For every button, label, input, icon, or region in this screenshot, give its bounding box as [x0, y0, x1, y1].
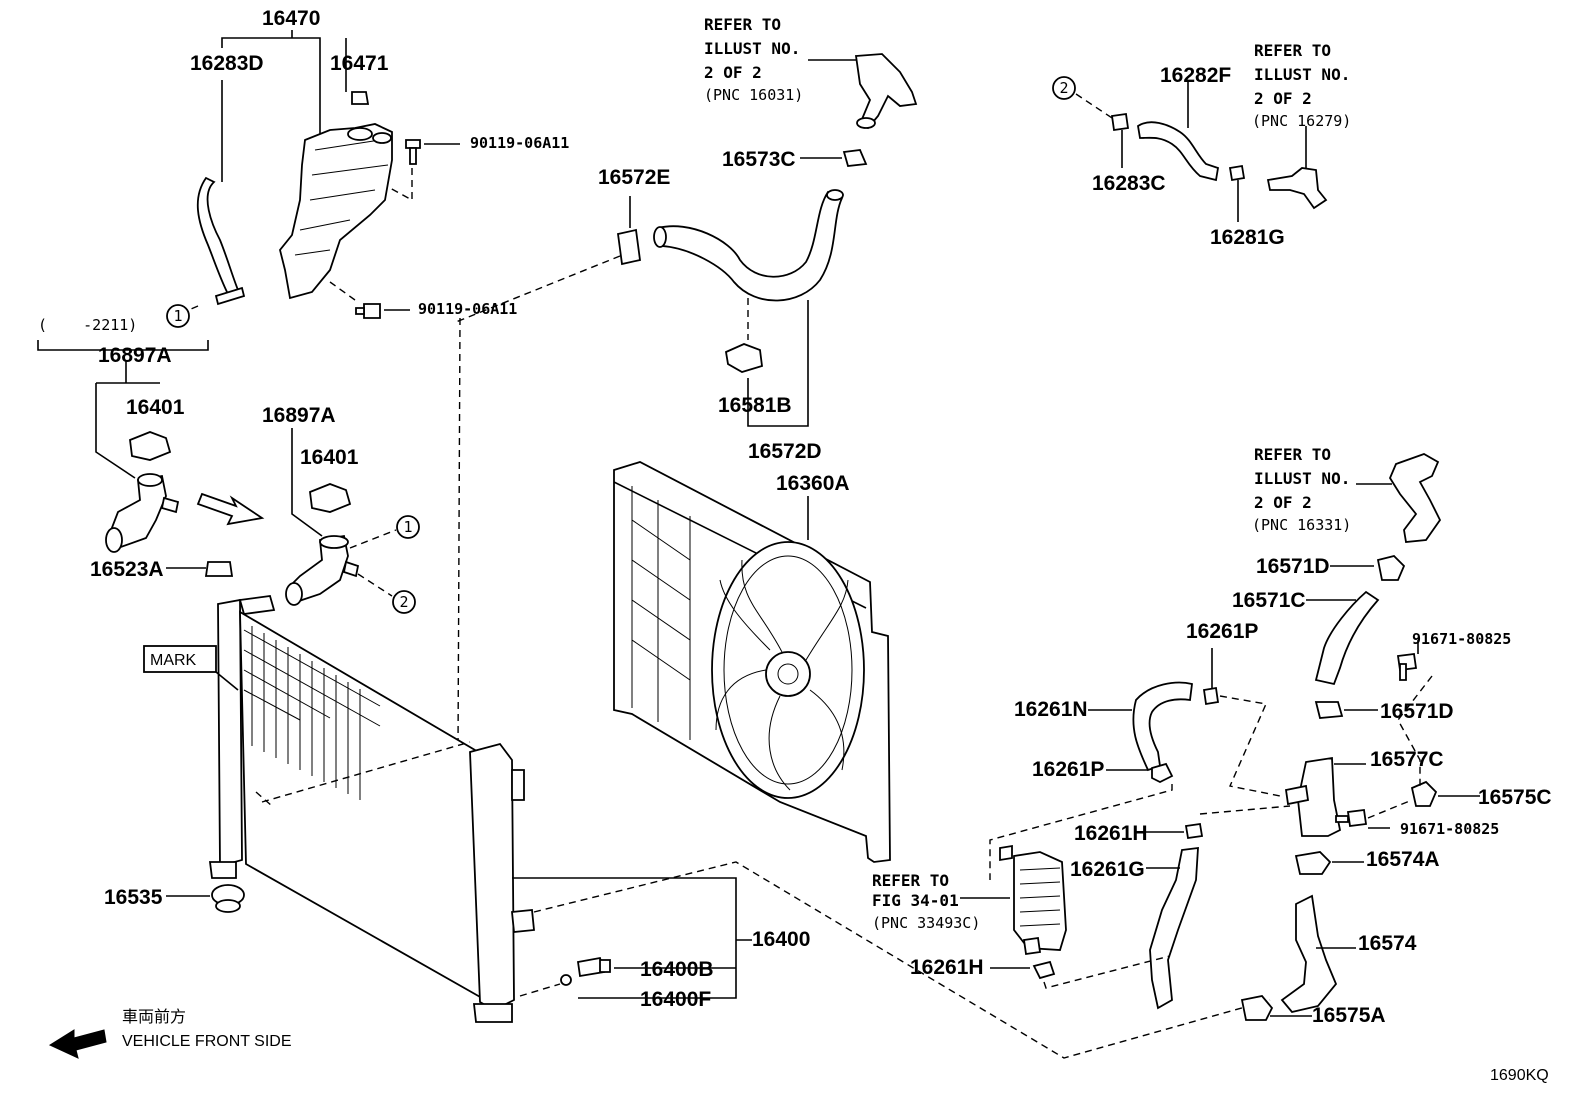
label-16471: 16471: [330, 52, 389, 75]
label-16575C: 16575C: [1478, 786, 1552, 809]
label-16574: 16574: [1358, 932, 1417, 955]
label-16261G: 16261G: [1070, 858, 1145, 881]
front-direction-arrow-icon: [48, 1029, 107, 1059]
ref-16279-line3: 2 OF 2: [1254, 89, 1312, 108]
label-16573C: 16573C: [722, 148, 796, 171]
label-16261P-b: 16261P: [1032, 758, 1104, 781]
ref-16031-line1: REFER TO: [704, 15, 781, 34]
filler-neck-group-a: [37, 340, 209, 553]
label-16283D: 16283D: [190, 52, 264, 75]
label-16571C: 16571C: [1232, 589, 1306, 612]
oil-cooler-hoses: [960, 453, 1480, 1021]
label-16897A-a: 16897A: [98, 344, 172, 367]
circle-ref-1: 1: [166, 304, 199, 328]
label-16571D-a: 16571D: [1256, 555, 1330, 578]
diagram-code: 1690KQ: [1490, 1067, 1549, 1084]
ref-16279-line2: ILLUST NO.: [1254, 65, 1350, 84]
grommet-icon: [204, 561, 234, 577]
ref-16331-line3: 2 OF 2: [1254, 493, 1312, 512]
label-16523A: 16523A: [90, 558, 164, 581]
ref-16031-line4: (PNC 16031): [704, 86, 803, 104]
svg-text:2: 2: [1059, 79, 1068, 97]
ref-33493C-line2: FIG 34-01: [872, 891, 959, 910]
label-16574A: 16574A: [1366, 848, 1440, 871]
label-91671-80825-lower: 91671-80825: [1400, 820, 1499, 838]
label-range: ( -2211): [38, 316, 137, 334]
direction-japanese: 車両前方: [122, 1008, 186, 1026]
bolt-icon: [1335, 808, 1368, 828]
label-16581B: 16581B: [718, 394, 792, 417]
ref-16031-line3: 2 OF 2: [704, 63, 762, 82]
bolt-icon: [1396, 652, 1418, 681]
direction-english: VEHICLE FRONT SIDE: [122, 1033, 292, 1050]
label-90119-06A11-upper: 90119-06A11: [470, 134, 569, 152]
svg-text:2: 2: [399, 593, 408, 611]
upper-radiator-hose: [455, 53, 918, 427]
filler-neck-group-b: 1 2: [285, 428, 420, 614]
label-16282F: 16282F: [1160, 64, 1231, 87]
ref-33493C-line3: (PNC 33493C): [872, 914, 980, 932]
label-16283C: 16283C: [1092, 172, 1166, 195]
label-16535: 16535: [104, 886, 163, 909]
arrow-icon: [196, 492, 265, 526]
reference-notes: REFER TO ILLUST NO. 2 OF 2 (PNC 16031) R…: [704, 15, 1351, 932]
bolt-icon: [355, 303, 381, 319]
label-16261H-b: 16261H: [910, 956, 984, 979]
ref-16279-line1: REFER TO: [1254, 41, 1331, 60]
label-16400B: 16400B: [640, 958, 714, 981]
label-90119-06A11-lower: 90119-06A11: [418, 300, 517, 318]
label-16400: 16400: [752, 928, 810, 951]
label-16897A-b: 16897A: [262, 404, 336, 427]
label-16281G: 16281G: [1210, 226, 1285, 249]
label-16572D: 16572D: [748, 440, 822, 463]
ref-16279-line4: (PNC 16279): [1252, 112, 1351, 130]
label-16572E: 16572E: [598, 166, 670, 189]
label-16577C: 16577C: [1370, 748, 1444, 771]
svg-text:1: 1: [173, 307, 182, 325]
label-16261P-a: 16261P: [1186, 620, 1258, 643]
label-16575A: 16575A: [1312, 1004, 1386, 1027]
label-16261H-a: 16261H: [1074, 822, 1148, 845]
reservoir-tank-group: [196, 30, 461, 751]
label-16261N: 16261N: [1014, 698, 1088, 721]
label-91671-80825-upper: 91671-80825: [1412, 630, 1511, 648]
mark-label: MARK: [150, 652, 197, 669]
label-16401-a: 16401: [126, 396, 185, 419]
ref-16331-line4: (PNC 16331): [1252, 516, 1351, 534]
ref-33493C-line1: REFER TO: [872, 871, 949, 890]
bolt-icon: [405, 139, 421, 165]
label-16470: 16470: [262, 7, 320, 30]
ref-16331-line2: ILLUST NO.: [1254, 469, 1350, 488]
label-16401-b: 16401: [300, 446, 359, 469]
radiator: MARK: [143, 595, 1271, 1059]
hose-16282F: 2: [1052, 76, 1328, 222]
label-16400F: 16400F: [640, 988, 711, 1011]
label-16571D-b: 16571D: [1380, 700, 1454, 723]
svg-text:1: 1: [403, 518, 412, 536]
fan-shroud: [613, 461, 891, 863]
part-labels: 16470 16283D 16471 90119-06A11 90119-06A…: [38, 7, 1552, 1027]
ref-16031-line2: ILLUST NO.: [704, 39, 800, 58]
label-16360A: 16360A: [776, 472, 850, 495]
ref-16331-line1: REFER TO: [1254, 445, 1331, 464]
